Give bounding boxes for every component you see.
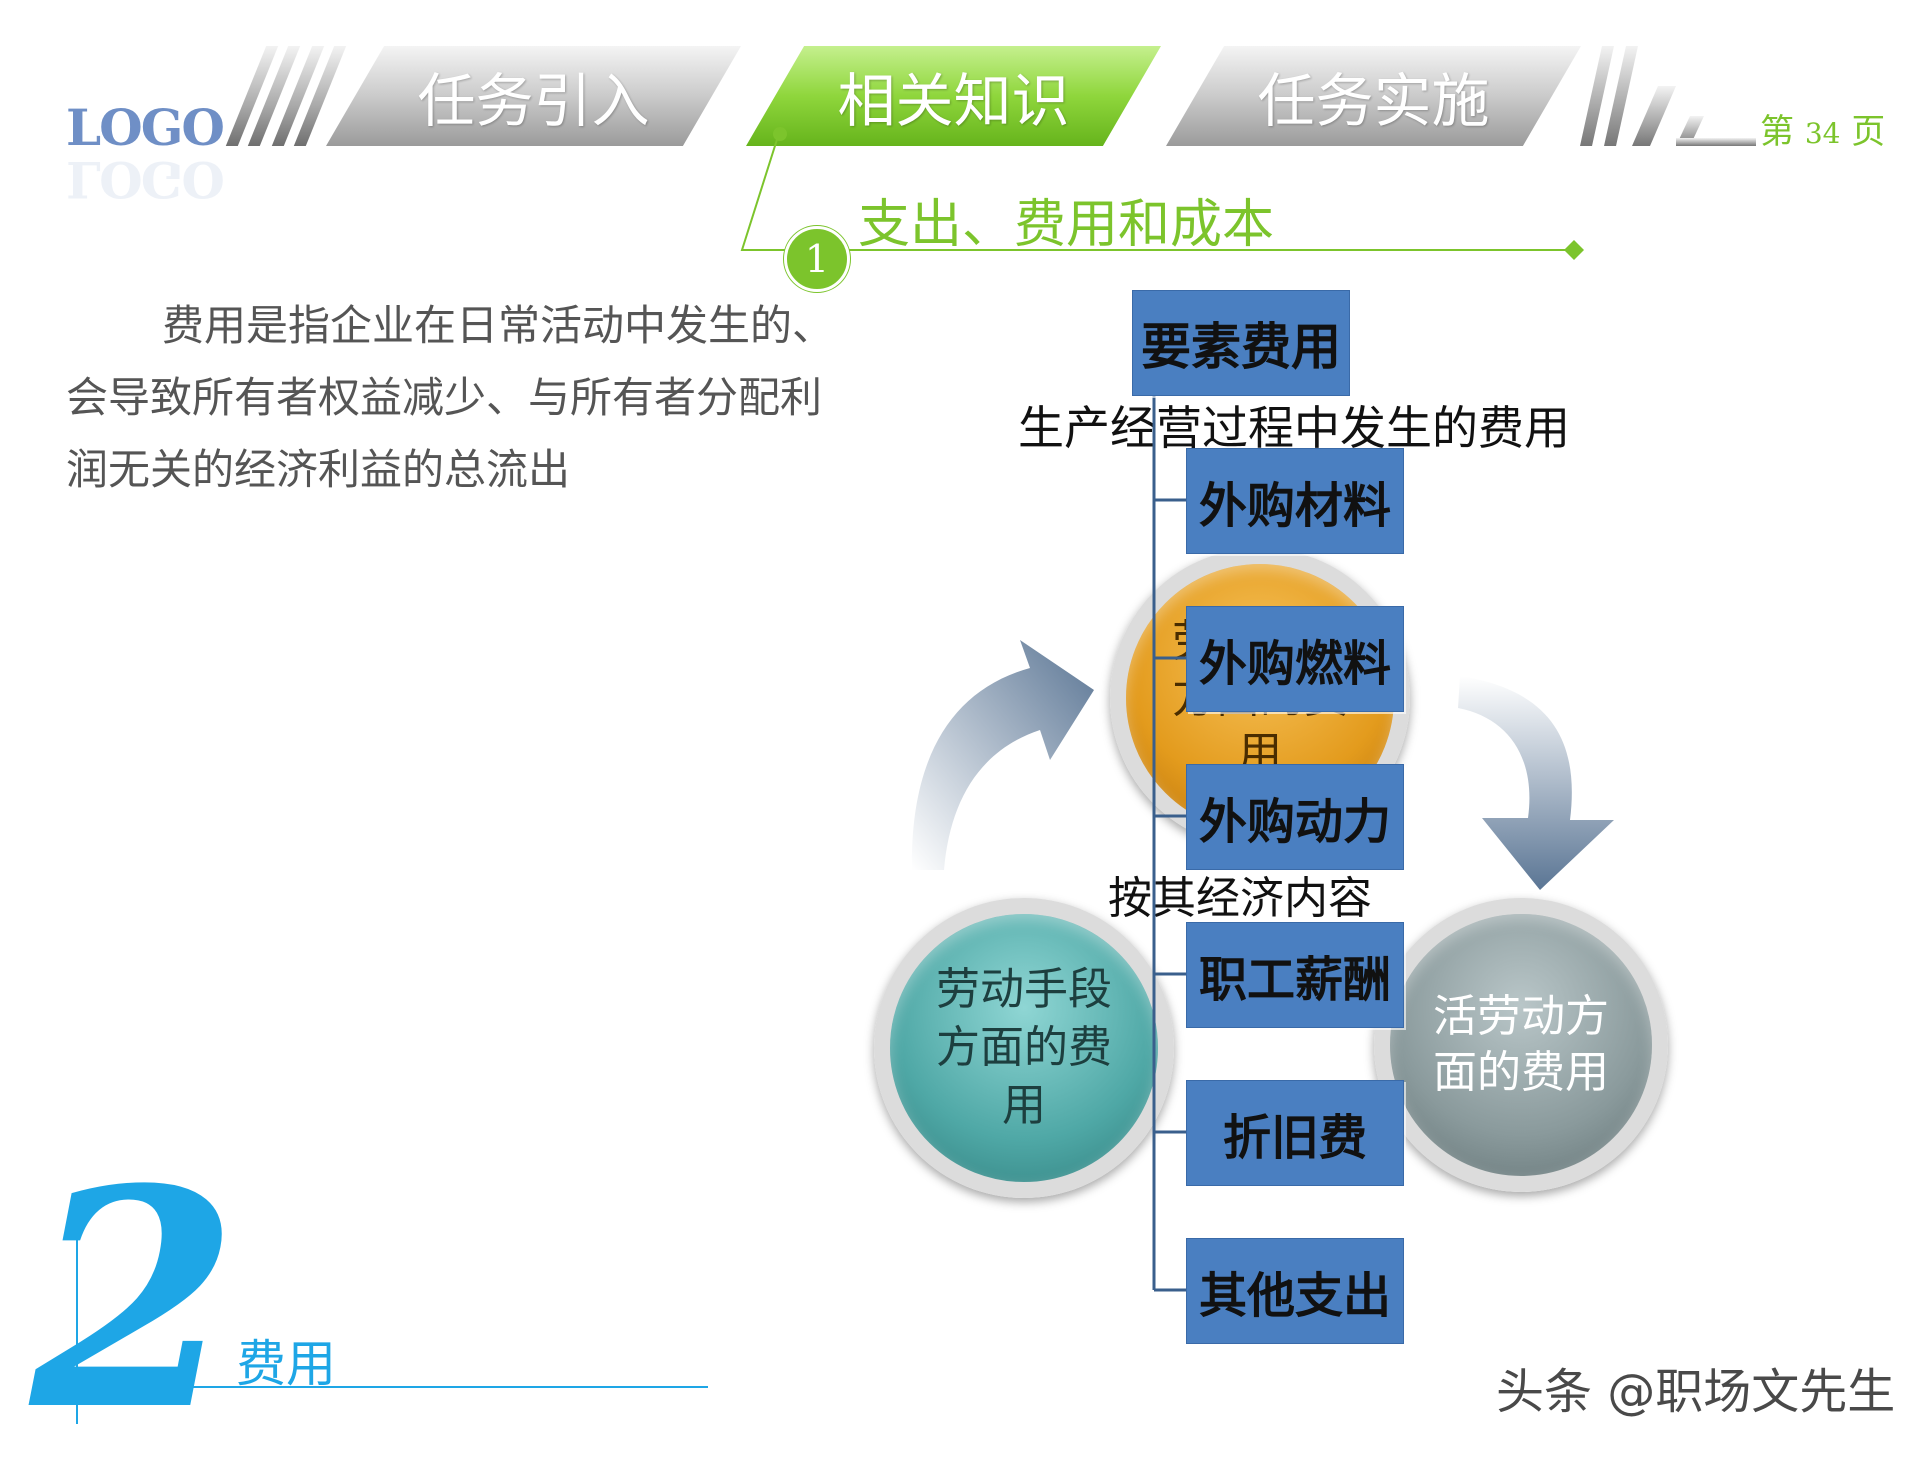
child-box-purchased-power: 外购动力	[1186, 764, 1404, 870]
child-box-purchased-fuel: 外购燃料	[1186, 606, 1404, 712]
chapter-number: 2	[30, 1150, 239, 1450]
watermark: 头条 @职场文先生	[1496, 1352, 1895, 1422]
child-box-other-expenditures: 其他支出	[1186, 1238, 1404, 1344]
chapter-label: 费用	[236, 1324, 336, 1396]
hierarchy-connector	[0, 0, 1920, 1440]
root-box-element-expenses: 要素费用	[1132, 290, 1350, 396]
child-box-depreciation: 折旧费	[1186, 1080, 1404, 1186]
child-box-employee-compensation: 职工薪酬	[1186, 922, 1404, 1028]
child-box-purchased-materials: 外购材料	[1186, 448, 1404, 554]
